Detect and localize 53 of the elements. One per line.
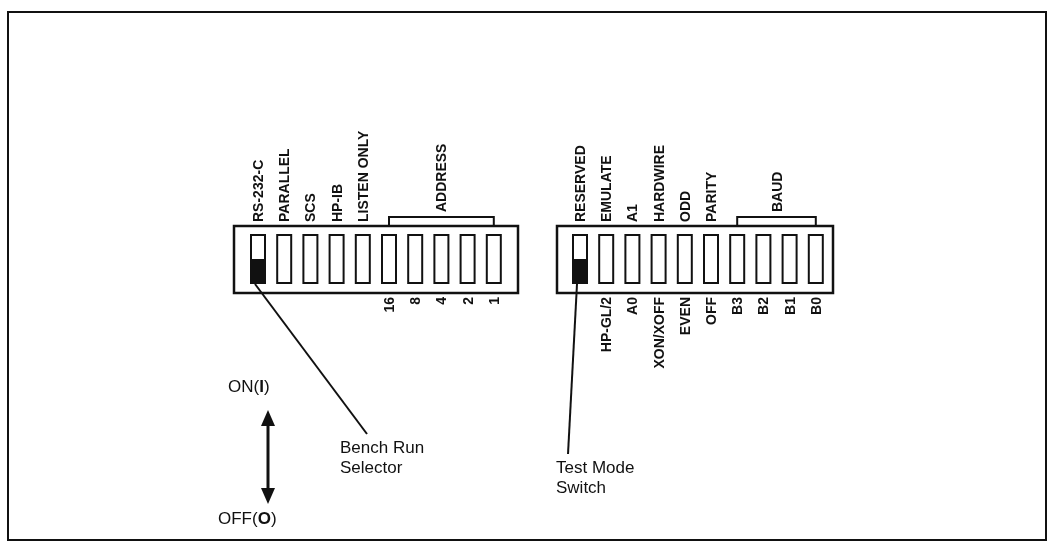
- switch-value-label: 16: [381, 297, 397, 315]
- switch-label: EMULATE: [598, 154, 615, 222]
- switch-value-label: B3: [729, 297, 746, 317]
- dip-switch: [433, 234, 450, 284]
- switch-label: RS-232-C: [250, 158, 266, 222]
- group-label: BAUD: [768, 170, 785, 212]
- switch-value-label: OFF: [703, 297, 719, 327]
- callout-label: Bench Run Selector: [340, 438, 460, 478]
- switch-label: HARDWIRE: [650, 144, 667, 222]
- switch-value-label: HP-GL/2: [598, 297, 615, 355]
- dip-switch: [729, 234, 746, 284]
- leader-line: [567, 283, 578, 455]
- dip-switch: [354, 234, 371, 284]
- switch-label: SCS: [302, 192, 319, 222]
- switch-value-label: 4: [433, 297, 450, 307]
- callout-label: Test Mode Switch: [556, 458, 676, 498]
- state-label: ON(I): [228, 377, 270, 397]
- switch-value-label: B0: [807, 297, 824, 317]
- leader-line: [254, 283, 368, 435]
- dip-switch: [276, 234, 293, 284]
- dip-switch: [572, 234, 588, 284]
- switch-label: RESERVED: [572, 144, 588, 222]
- switch-label: LISTEN ONLY: [354, 129, 371, 222]
- switch-value-label: EVEN: [676, 297, 693, 338]
- dip-switch: [250, 234, 266, 284]
- dip-switch: [807, 234, 824, 284]
- dip-switch: [407, 234, 424, 284]
- dip-switch: [302, 234, 319, 284]
- dip-switch: [328, 234, 345, 284]
- dip-switch: [485, 234, 502, 284]
- switch-value-label: B1: [781, 297, 798, 317]
- switch-value-label: 2: [459, 297, 476, 307]
- dip-switch: [598, 234, 615, 284]
- dip-switch: [624, 234, 641, 284]
- dip-switch: [703, 234, 719, 284]
- dip-switch: [755, 234, 772, 284]
- dip-switch: [459, 234, 476, 284]
- dip-switch: [650, 234, 667, 284]
- switch-label: ODD: [676, 189, 693, 222]
- switch-label: A1: [624, 203, 641, 222]
- switch-value-label: B2: [755, 297, 772, 317]
- group-label: ADDRESS: [433, 142, 450, 212]
- switch-value-label: A0: [624, 297, 641, 317]
- switch-value-label: XON/XOFF: [650, 297, 667, 371]
- switch-value-label: 8: [407, 297, 424, 307]
- switch-label: PARALLEL: [276, 147, 293, 222]
- switch-label: PARITY: [703, 170, 719, 222]
- switch-label: HP-IB: [328, 182, 345, 222]
- state-label: OFF(O): [218, 509, 277, 529]
- dip-switch: [781, 234, 798, 284]
- dip-switch: [381, 234, 397, 284]
- dip-switch: [676, 234, 693, 284]
- switch-value-label: 1: [485, 297, 502, 307]
